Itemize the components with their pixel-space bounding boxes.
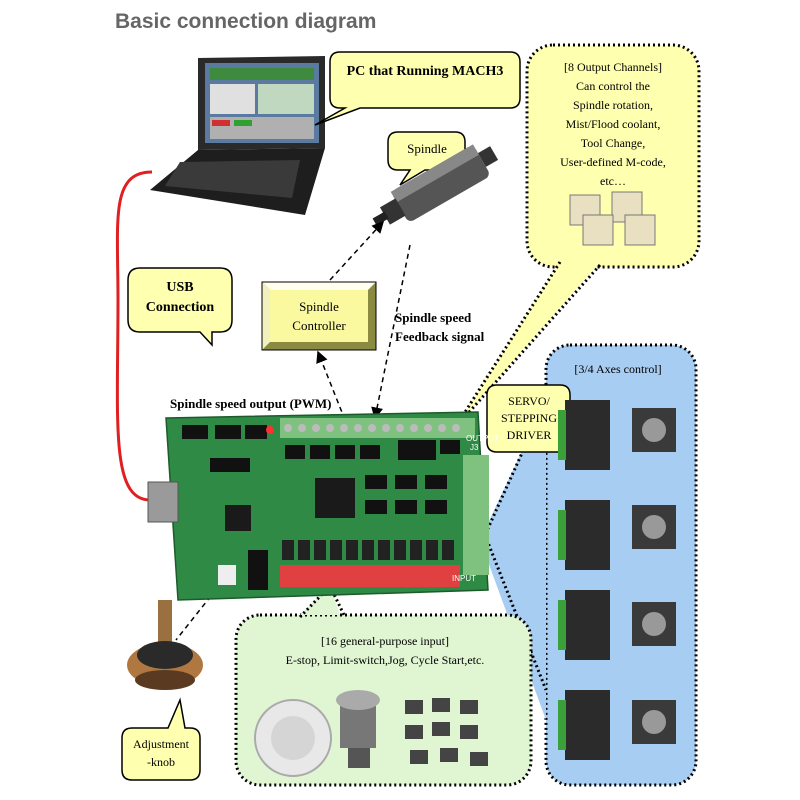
knob-bubble <box>121 697 201 781</box>
feedback-label: Spindle speed Feedback signal <box>395 308 510 346</box>
board-j3-label: J3 <box>470 443 479 452</box>
output-line-5: User-defined M-code, <box>560 155 666 169</box>
pc-label: PC that Running MACH3 <box>346 64 504 79</box>
diagram-title: Basic connection diagram <box>115 10 377 33</box>
control-board <box>147 411 489 601</box>
output-line-2: Spindle rotation, <box>573 98 653 112</box>
spindle-controller-box <box>261 281 377 351</box>
spindle-motor <box>372 144 499 226</box>
board-input-label: INPUT <box>452 574 476 583</box>
output-line-0: [8 Output Channels] <box>564 60 662 74</box>
adjust-line2: -knob <box>147 755 175 769</box>
output-channels-label: [8 Output Channels] Can control the Spin… <box>532 58 694 191</box>
output-line-6: etc… <box>600 174 626 188</box>
laptop <box>150 56 325 215</box>
input-devices <box>254 690 488 777</box>
adjustment-knob <box>127 600 203 690</box>
arrow-pwm <box>316 350 346 421</box>
board-output-label: OUTPUT <box>466 434 499 443</box>
usb-cable <box>115 170 153 502</box>
output-line-1: Can control the <box>576 79 650 93</box>
axes-label: [3/4 Axes control] <box>574 362 662 376</box>
output-line-4: Tool Change, <box>580 136 646 150</box>
spindle-controller-label: Spindle Controller <box>270 297 368 335</box>
inputs-line1: [16 general-purpose input] <box>321 634 449 648</box>
servo-drivers <box>558 400 610 760</box>
inputs-label: [16 general-purpose input] E-stop, Limit… <box>240 632 530 670</box>
usb-label-line2: Connection <box>145 300 215 315</box>
usb-bubble <box>127 267 233 347</box>
feedback-line1: Spindle speed <box>395 310 472 325</box>
output-line-3: Mist/Flood coolant, <box>565 117 661 131</box>
spindle-bubble <box>387 131 466 186</box>
adjust-line1: Adjustment <box>133 737 189 751</box>
servo-line2: STEPPING <box>500 411 557 425</box>
servo-line3: DRIVER <box>506 428 552 442</box>
arrow-to-spindle <box>329 220 385 281</box>
stepper-motors <box>632 408 676 744</box>
spindle-controller-line2: Controller <box>292 318 346 333</box>
adjustment-knob-label: Adjustment -knob <box>122 735 200 771</box>
inputs-line2: E-stop, Limit-switch,Jog, Cycle Start,et… <box>285 653 485 667</box>
usb-label-line1: USB <box>166 280 194 295</box>
usb-label: USB Connection <box>130 278 230 318</box>
arrow-feedback <box>371 244 411 420</box>
pc-bubble <box>314 51 521 126</box>
pwm-label: Spindle speed output (PWM) <box>170 396 332 411</box>
spindle-controller-line1: Spindle <box>299 299 339 314</box>
servo-label: SERVO/ STEPPING DRIVER <box>490 393 568 444</box>
relays <box>569 191 656 246</box>
spindle-label: Spindle <box>407 141 447 156</box>
feedback-line2: Feedback signal <box>395 329 485 344</box>
servo-line1: SERVO/ <box>508 394 550 408</box>
